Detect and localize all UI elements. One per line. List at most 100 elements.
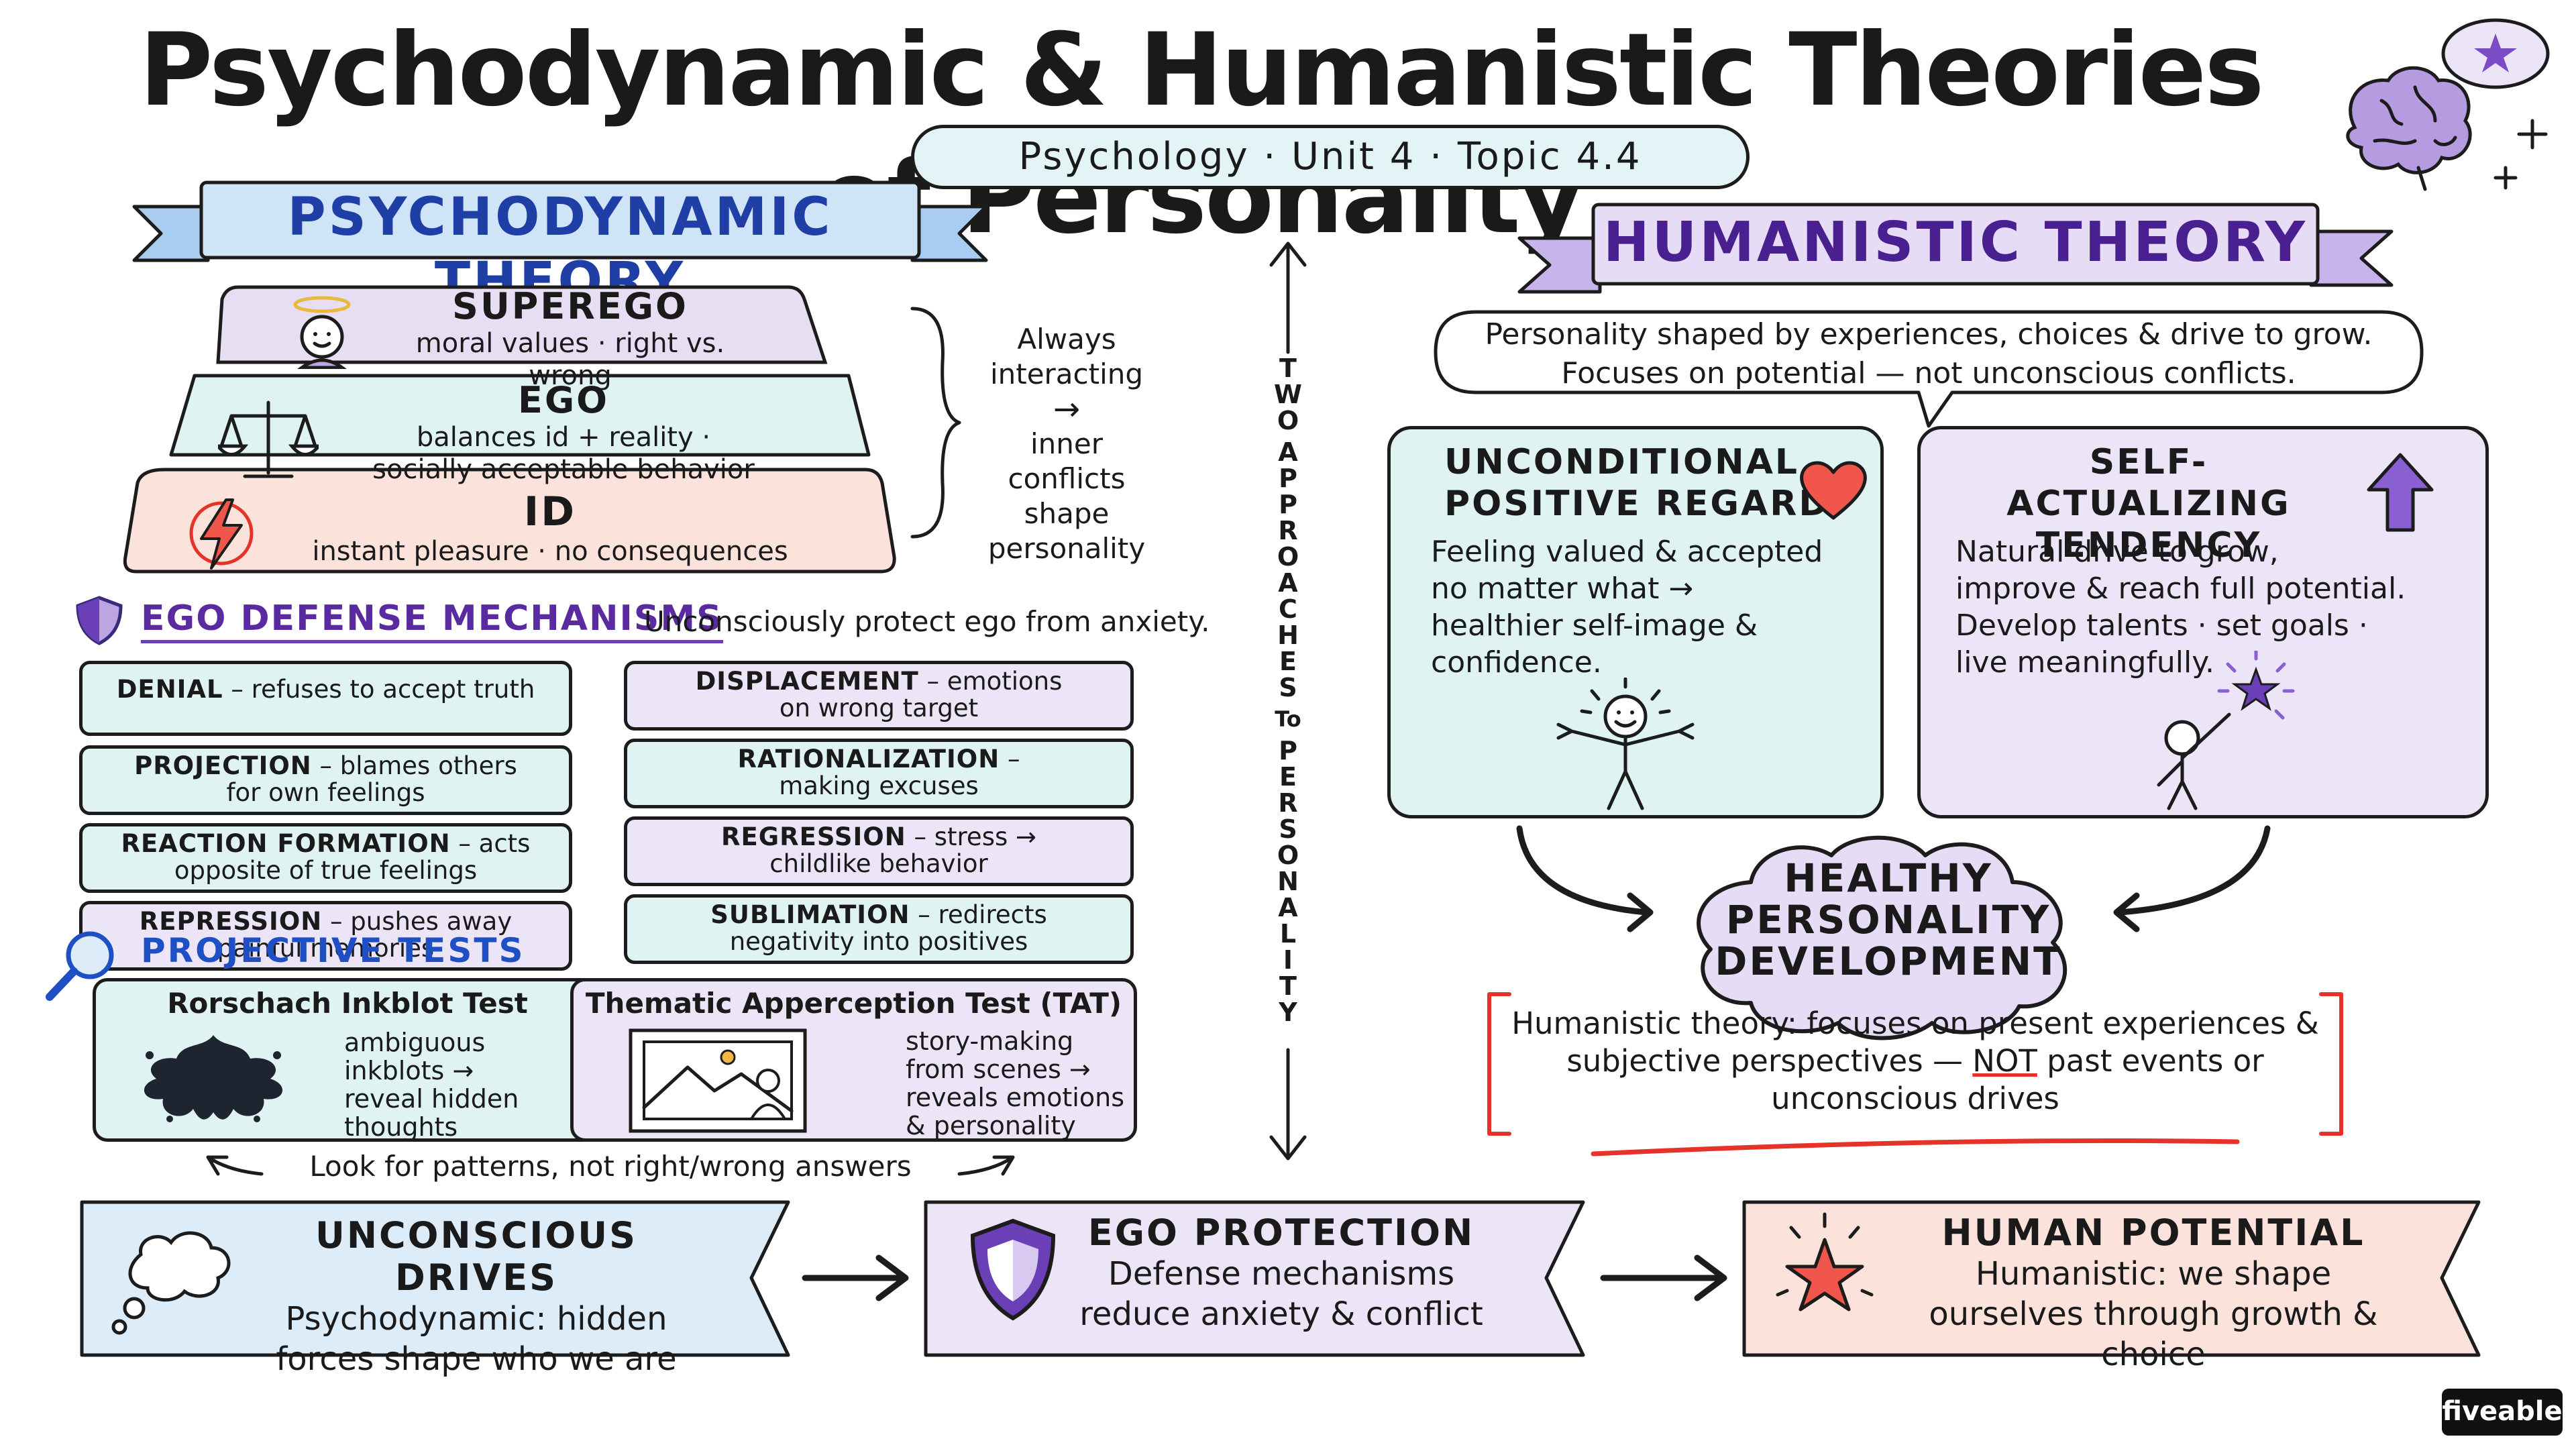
- side-note-line: conflicts: [1008, 462, 1126, 495]
- sat-body: Natural drive to grow, improve & reach f…: [1955, 533, 2406, 681]
- tat-line: & personality: [906, 1111, 1076, 1140]
- lightning-icon: [189, 498, 254, 570]
- defense-desc: – refuses to accept truth: [223, 675, 535, 704]
- sat-title-line: TENDENCY: [2035, 525, 2262, 566]
- bottom-card-ego: EGO PROTECTION Defense mechanisms reduce…: [1073, 1212, 1489, 1334]
- personality-pyramid: [123, 285, 896, 574]
- axis-letter: A: [1278, 568, 1298, 598]
- defense-card: RATIONALIZATION – making excuses: [624, 739, 1134, 808]
- upr-line: confidence.: [1431, 645, 1602, 680]
- rorschach-line: inkblots →: [344, 1056, 474, 1085]
- humanistic-banner: [1517, 203, 2394, 294]
- shield-icon: [76, 596, 123, 645]
- defense-desc: painful memories: [217, 934, 435, 963]
- tat-line: story-making: [906, 1026, 1074, 1056]
- bottom-card-line: reduce anxiety & conflict: [1079, 1295, 1483, 1333]
- note-segment: subjective perspectives —: [1566, 1043, 1973, 1079]
- bottom-card-line: Psychodynamic: hidden: [285, 1300, 667, 1338]
- sparkle-icon: [2493, 119, 2548, 190]
- humanistic-banner-label: HUMANISTIC THEORY: [1603, 211, 2308, 274]
- bottom-card-unconscious: UNCONSCIOUS DRIVES Psychodynamic: hidden…: [241, 1214, 711, 1379]
- happy-stick-figure-icon: [1556, 678, 1695, 810]
- axis-letter: [1261, 701, 1315, 706]
- note-emphasis: NOT: [1972, 1043, 2037, 1079]
- side-note-line: Always: [1017, 323, 1116, 356]
- ego-title: EGO: [517, 379, 610, 421]
- defense-heading: EGO DEFENSE MECHANISMS: [141, 598, 723, 643]
- axis-letter: O: [1277, 841, 1299, 870]
- bottom-card-human: HUMAN POTENTIAL Humanistic: we shape our…: [1878, 1212, 2428, 1375]
- ego-desc-1: balances id + reality ·: [416, 422, 711, 453]
- note-line: unconscious drives: [1771, 1081, 2059, 1116]
- defense-left-column: DENIAL – refuses to accept truth PROJECT…: [79, 661, 572, 971]
- rorschach-line: ambiguous: [344, 1028, 486, 1057]
- upr-line: no matter what →: [1431, 572, 1694, 606]
- defense-desc: negativity into positives: [729, 927, 1028, 956]
- bottom-card-title: HUMAN POTENTIAL: [1941, 1212, 2365, 1254]
- superego-tier: SUPEREGO moral values · right vs. wrong: [376, 285, 765, 392]
- thought-cloud-icon: [111, 1231, 231, 1335]
- id-tier: ID instant pleasure · no consequences: [255, 488, 845, 568]
- side-note-arrow: →: [1053, 390, 1081, 428]
- psychodynamic-banner: [132, 180, 988, 262]
- superego-title: SUPEREGO: [452, 285, 688, 327]
- defense-term: REACTION FORMATION: [121, 829, 451, 858]
- brace-icon: [910, 307, 961, 539]
- axis-letter: I: [1283, 945, 1293, 975]
- center-double-arrow: [1269, 241, 1307, 1161]
- axis-letter: H: [1277, 621, 1299, 650]
- healthy-line: PERSONALITY: [1725, 897, 2051, 943]
- defense-term: PROJECTION: [134, 751, 312, 780]
- axis-letter: A: [1278, 893, 1298, 922]
- side-note-line: inner: [1030, 427, 1103, 460]
- sat-line: Develop talents · set goals ·: [1955, 608, 2368, 643]
- defense-term: DISPLACEMENT: [695, 667, 919, 696]
- axis-letter: L: [1279, 919, 1297, 949]
- upr-line: Feeling valued & accepted: [1431, 535, 1823, 569]
- axis-letter: P: [1279, 464, 1297, 493]
- id-desc: instant pleasure · no consequences: [312, 536, 788, 567]
- pyramid-side-note: Always interacting → inner conflicts sha…: [979, 322, 1154, 566]
- defense-card: DISPLACEMENT – emotions on wrong target: [624, 661, 1134, 731]
- subtitle-pill: Psychology · Unit 4 · Topic 4.4: [911, 125, 1750, 189]
- note-brackets: [1487, 992, 2343, 1157]
- bottom-card-line: Humanistic: we shape: [1975, 1255, 2332, 1293]
- sat-title-line: SELF-ACTUALIZING: [2006, 442, 2291, 524]
- defense-desc: on wrong target: [779, 694, 979, 722]
- upr-body: Feeling valued & accepted no matter what…: [1431, 533, 1823, 681]
- brand-logo: fiveable: [2442, 1389, 2563, 1436]
- defense-desc: – blames others: [311, 751, 517, 780]
- axis-letter: E: [1279, 762, 1297, 792]
- defense-desc: – pushes away: [322, 907, 513, 936]
- inkblot-icon: [144, 1035, 283, 1122]
- defense-term: RATIONALIZATION: [737, 745, 1000, 773]
- axis-letter: A: [1278, 437, 1298, 467]
- tat-title: Thematic Apperception Test (TAT): [585, 987, 1122, 1020]
- defense-desc: – stress →: [906, 822, 1037, 851]
- defense-desc: childlike behavior: [769, 849, 988, 878]
- axis-letter: W: [1274, 380, 1302, 409]
- id-title: ID: [523, 488, 577, 535]
- bottom-card-line: forces shape who we are: [276, 1340, 677, 1378]
- heart-icon: [1800, 461, 1867, 520]
- sat-line: live meaningfully.: [1955, 645, 2214, 680]
- intro-line: Focuses on potential — not unconscious c…: [1561, 356, 2296, 390]
- axis-letter: P: [1279, 490, 1297, 519]
- defense-right-column: DISPLACEMENT – emotions on wrong target …: [624, 661, 1134, 964]
- axis-letter: R: [1278, 516, 1298, 545]
- axis-letter: C: [1279, 594, 1297, 624]
- brain-icon: [2346, 18, 2550, 191]
- bottom-card-title: UNCONSCIOUS DRIVES: [315, 1214, 638, 1299]
- tat-line: reveals emotions: [906, 1083, 1124, 1112]
- axis-letter: T: [1279, 354, 1297, 383]
- rorschach-line: thoughts: [344, 1112, 458, 1142]
- sat-title: SELF-ACTUALIZING TENDENCY: [1961, 441, 2337, 566]
- axis-letter: S: [1279, 814, 1297, 844]
- upr-line: healthier self-image &: [1431, 608, 1758, 643]
- magnifier-icon: [46, 931, 114, 1001]
- defense-term: REPRESSION: [139, 907, 323, 936]
- rorschach-desc: ambiguous inkblots → reveal hidden thoug…: [344, 1028, 519, 1141]
- note-line: subjective perspectives — NOT past event…: [1509, 1042, 2321, 1080]
- axis-letter: S: [1279, 673, 1297, 702]
